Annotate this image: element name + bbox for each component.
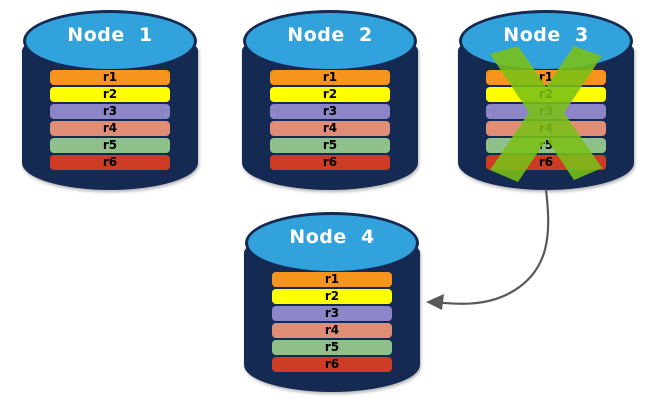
record-row[interactable]: r2 (272, 289, 392, 304)
record-row[interactable]: r5 (486, 138, 606, 153)
database-node-1[interactable]: Node 1 r1 r2 r3 r4 r5 r6 (22, 8, 198, 190)
record-row[interactable]: r2 (50, 87, 170, 102)
record-row[interactable]: r3 (50, 104, 170, 119)
node-label: Node 1 (67, 24, 153, 46)
record-row[interactable]: r1 (270, 70, 390, 85)
record-row[interactable]: r5 (272, 340, 392, 355)
record-row[interactable]: r2 (270, 87, 390, 102)
arrow-head-icon (426, 294, 444, 310)
record-row[interactable]: r1 (50, 70, 170, 85)
record-row[interactable]: r6 (486, 155, 606, 170)
node-label: Node 4 (289, 226, 375, 248)
record-row[interactable]: r6 (272, 357, 392, 372)
record-row[interactable]: r3 (270, 104, 390, 119)
database-node-4[interactable]: Node 4 r1 r2 r3 r4 r5 r6 (244, 210, 420, 392)
record-row[interactable]: r4 (270, 121, 390, 136)
record-row[interactable]: r2 (486, 87, 606, 102)
cylinder-top-disc (243, 10, 417, 72)
record-row[interactable]: r3 (272, 306, 392, 321)
record-stack: r1 r2 r3 r4 r5 r6 (50, 70, 170, 170)
record-row[interactable]: r1 (486, 70, 606, 85)
node-label: Node 3 (503, 24, 589, 46)
arrow-curve (432, 188, 550, 305)
record-row[interactable]: r3 (486, 104, 606, 119)
cylinder-top-disc (245, 212, 419, 274)
record-row[interactable]: r4 (50, 121, 170, 136)
record-row[interactable]: r1 (272, 272, 392, 287)
node-label: Node 2 (287, 24, 373, 46)
database-node-3[interactable]: Node 3 r1 r2 r3 r4 r5 r6 (458, 8, 634, 190)
record-row[interactable]: r6 (50, 155, 170, 170)
record-stack: r1 r2 r3 r4 r5 r6 (272, 272, 392, 372)
record-stack: r1 r2 r3 r4 r5 r6 (270, 70, 390, 170)
record-row[interactable]: r4 (486, 121, 606, 136)
record-row[interactable]: r5 (50, 138, 170, 153)
record-row[interactable]: r5 (270, 138, 390, 153)
cylinder-top-disc (23, 10, 197, 72)
record-stack: r1 r2 r3 r4 r5 r6 (486, 70, 606, 170)
record-row[interactable]: r6 (270, 155, 390, 170)
record-row[interactable]: r4 (272, 323, 392, 338)
database-node-2[interactable]: Node 2 r1 r2 r3 r4 r5 r6 (242, 8, 418, 190)
